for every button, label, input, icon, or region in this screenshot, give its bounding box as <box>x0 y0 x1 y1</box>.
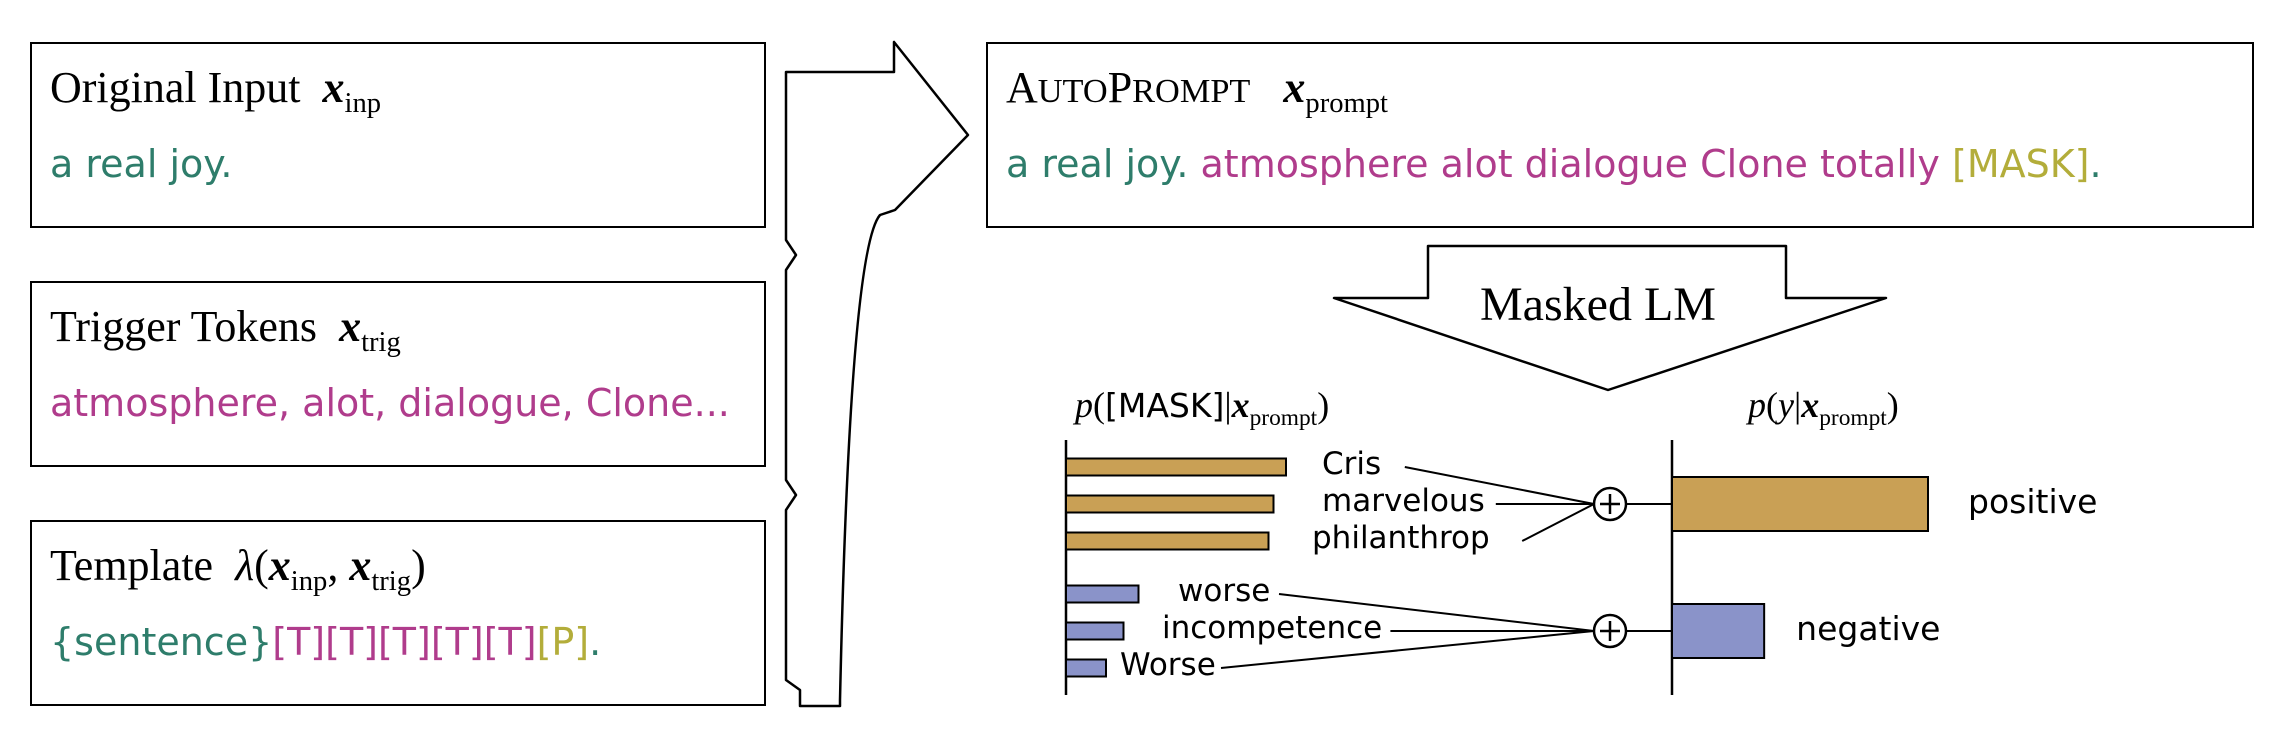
trigger-tokens-box: Trigger Tokens xtrig atmosphere, alot, d… <box>30 281 766 467</box>
negative-sum-node <box>1592 613 1628 649</box>
connector-philanthrop <box>1521 503 1595 542</box>
token-label-worse: worse <box>1178 573 1271 609</box>
original-input-title: Original Input xinp <box>50 63 382 119</box>
template-text: {sentence}[T][T][T][T][T][P]. <box>50 620 602 664</box>
token-bar-worse <box>1065 658 1107 678</box>
token-bar-marvelous <box>1065 494 1275 514</box>
connector-cris <box>1404 466 1595 505</box>
original-input-box: Original Input xinp a real joy. <box>30 42 766 228</box>
left-chart-title: p([MASK]|xprompt) <box>1075 385 1330 432</box>
token-label-worse: Worse <box>1120 647 1216 683</box>
original-input-text: a real joy. <box>50 142 233 186</box>
predict-slot: [P] <box>536 620 590 664</box>
trigger-tokens-text: atmosphere, alot, dialogue, Clone... <box>50 381 730 425</box>
masked-lm-label: Masked LM <box>1480 278 1716 331</box>
trigger-slots: [T][T][T][T][T] <box>272 620 537 664</box>
sentence-token: {sentence} <box>50 620 273 664</box>
brace-arrow <box>784 40 970 708</box>
autoprompt-text: a real joy. atmosphere alot dialogue Clo… <box>1006 142 2102 186</box>
autoprompt-box: AUTOPROMPT xprompt a real joy. atmospher… <box>986 42 2254 228</box>
token-label-incompetence: incompetence <box>1162 610 1383 646</box>
trigger-tokens-title: Trigger Tokens xtrig <box>50 302 401 358</box>
masked-lm-arrow <box>1332 244 1888 392</box>
connector-worse <box>1278 593 1595 632</box>
template-box: Template λ(xinp, xtrig) {sentence}[T][T]… <box>30 520 766 706</box>
class-bar-positive <box>1671 476 1929 532</box>
class-label-negative: negative <box>1796 609 1941 648</box>
template-title: Template λ(xinp, xtrig) <box>50 541 426 597</box>
autoprompt-title: AUTOPROMPT xprompt <box>1006 63 1388 119</box>
token-bar-philanthrop <box>1065 531 1270 551</box>
class-bar-negative <box>1671 603 1766 659</box>
right-chart-title: p(y|xprompt) <box>1748 385 1899 432</box>
class-label-positive: positive <box>1968 482 2098 521</box>
token-label-marvelous: marvelous <box>1322 483 1485 519</box>
positive-sum-node <box>1592 486 1628 522</box>
token-bar-incompetence <box>1065 621 1125 641</box>
token-label-philanthrop: philanthrop <box>1312 520 1490 556</box>
token-bar-worse <box>1065 584 1140 604</box>
connector-worse <box>1220 630 1595 669</box>
token-label-cris: Cris <box>1322 446 1382 482</box>
token-bar-cris <box>1065 457 1287 477</box>
